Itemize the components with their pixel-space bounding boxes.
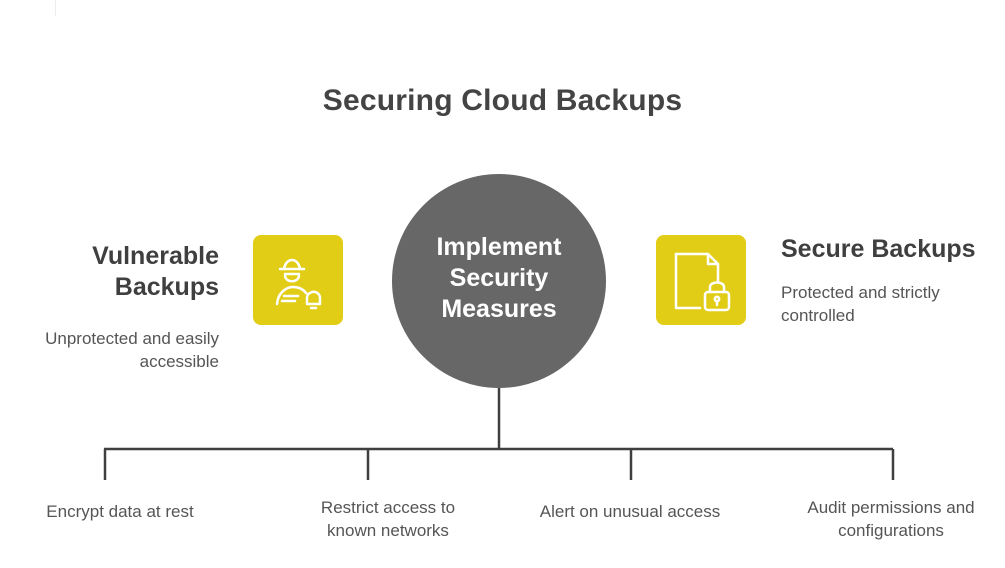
measure-audit-line-2: configurations	[838, 521, 944, 540]
secure-backups-description: Protected and strictly controlled	[781, 281, 996, 327]
measure-restrict-line-1: Restrict access to	[320, 498, 456, 517]
intruder-alert-icon	[253, 235, 343, 325]
measure-restrict-access: Restrict access to known networks	[288, 496, 488, 542]
measure-restrict-line-2: known networks	[327, 521, 449, 540]
measure-alert-line-1: Alert on unusual access	[539, 502, 721, 521]
security-line-1: Implement	[436, 233, 562, 261]
security-line-3: Measures	[441, 295, 557, 323]
vulnerable-heading-line-1: Vulnerable	[92, 242, 219, 270]
edge-mark	[55, 0, 56, 16]
measure-alert-unusual-access: Alert on unusual access	[520, 500, 740, 523]
diagram-title: Securing Cloud Backups	[322, 84, 683, 117]
vulnerable-description-line-1: Unprotected and easily	[45, 329, 219, 348]
vulnerable-description-line-2: accessible	[139, 352, 219, 371]
vulnerable-backups-description: Unprotected and easily accessible	[0, 327, 219, 373]
locked-file-icon	[656, 235, 746, 325]
secure-description-line-1: Protected and strictly	[781, 283, 940, 302]
secure-description-line-2: controlled	[781, 306, 855, 325]
vulnerable-backups-heading: Vulnerable Backups	[20, 241, 219, 303]
measure-encrypt-line-1: Encrypt data at rest	[46, 502, 194, 521]
measure-audit-line-1: Audit permissions and	[807, 498, 975, 517]
security-measures-circle	[392, 174, 606, 388]
security-line-2: Security	[449, 264, 549, 292]
measure-encrypt-data: Encrypt data at rest	[20, 500, 220, 523]
measure-audit-permissions: Audit permissions and configurations	[780, 496, 1002, 542]
secure-backups-heading: Secure Backups	[781, 235, 976, 263]
vulnerable-heading-line-2: Backups	[114, 273, 219, 301]
security-measures-label: Implement Security Measures	[392, 232, 606, 325]
